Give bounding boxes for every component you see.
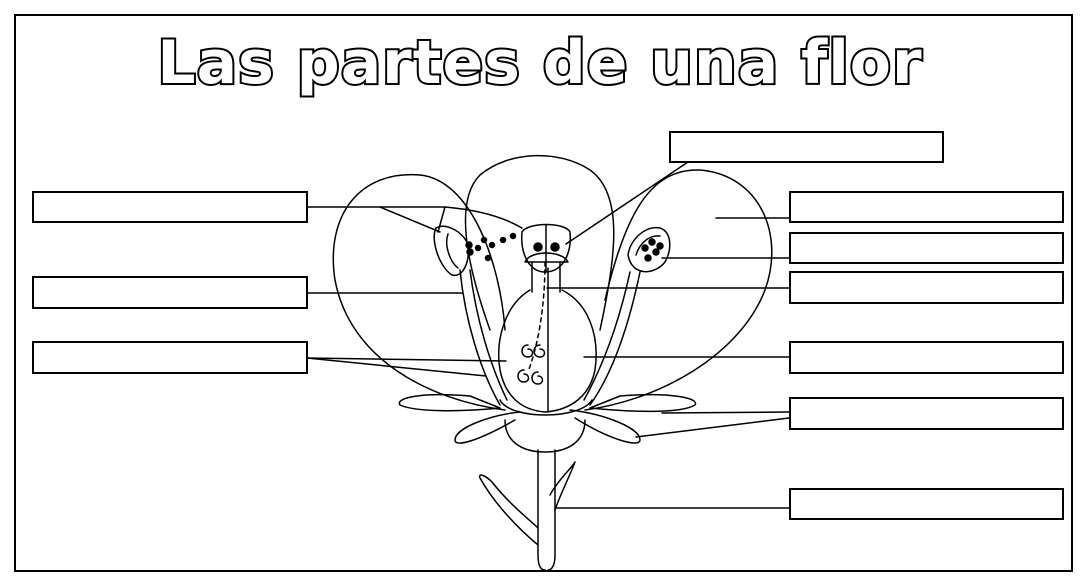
left-filament [459, 269, 508, 406]
leader-left-1b [379, 206, 441, 233]
leader-left-3b [306, 357, 487, 377]
stem-right [547, 449, 556, 571]
label-box-left-3[interactable] [32, 341, 308, 374]
right-filament [583, 271, 641, 406]
stem-left [537, 449, 546, 571]
left-petal [332, 173, 506, 411]
ovule-1 [521, 344, 534, 358]
sepal-center [504, 419, 586, 453]
sepal-right [589, 393, 697, 413]
title-graphic: Las partes de una flor [155, 26, 923, 100]
right-anther [627, 226, 671, 273]
style [531, 261, 561, 293]
stigma [524, 252, 569, 263]
leader-right-5b [635, 417, 790, 438]
leader-right-5a [661, 411, 790, 414]
label-box-right-3[interactable] [789, 271, 1064, 304]
label-box-top-center[interactable] [669, 131, 944, 163]
right-anther-inner [635, 235, 661, 256]
center-anther [521, 223, 571, 273]
label-box-left-2[interactable] [32, 276, 308, 309]
pollen-tube [527, 261, 546, 373]
leader-left-3a [306, 357, 507, 362]
leader-left-1a [306, 206, 446, 233]
right-petal [584, 169, 773, 411]
label-box-left-1[interactable] [32, 191, 308, 223]
leader-left-1c [444, 206, 523, 229]
ovule-2 [533, 344, 546, 358]
leader-top [565, 161, 689, 245]
label-box-right-5[interactable] [789, 397, 1064, 430]
sepal-left [398, 393, 501, 412]
leaf-left [478, 474, 539, 546]
left-anther [433, 225, 470, 277]
ovule-4 [531, 371, 544, 385]
ovule-3 [517, 369, 530, 383]
page-title: Las partes de una flor [157, 28, 922, 98]
label-box-right-6[interactable] [789, 488, 1064, 520]
left-anther-inner [446, 233, 459, 269]
ovary [498, 289, 597, 413]
back-petal [464, 154, 615, 331]
label-box-right-2[interactable] [789, 232, 1064, 264]
leaf-right [549, 461, 576, 511]
sepal-right-2 [569, 409, 641, 444]
sepal-left-2 [454, 411, 521, 444]
label-box-right-1[interactable] [789, 191, 1064, 223]
receptacle [499, 399, 593, 416]
label-box-right-4[interactable] [789, 341, 1064, 374]
